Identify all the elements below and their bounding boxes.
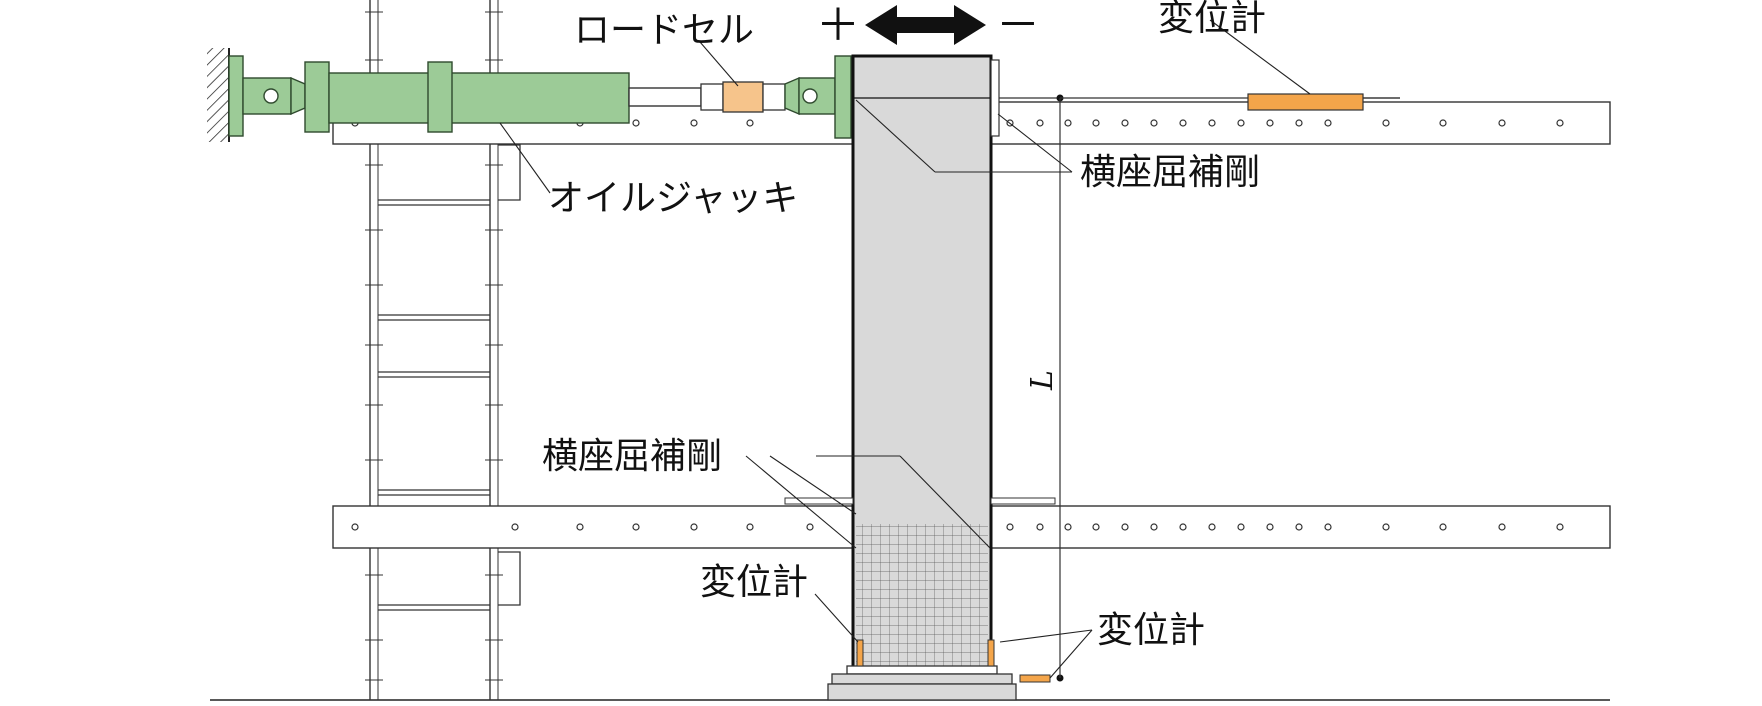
load-cell: [700, 81, 786, 113]
reaction-frame-column: [365, 0, 521, 700]
specimen-clevis: [784, 55, 852, 139]
label-length-L: L: [1025, 370, 1060, 391]
label-disp-gauge-top: 変位計: [1158, 0, 1266, 39]
label-plus-sign: ＋: [816, 0, 860, 51]
label-disp-gauge-bottom-left: 変位計: [700, 562, 808, 603]
label-lateral-brace-top: 横座屈補剛: [1080, 152, 1260, 193]
specimen-mesh: [856, 524, 988, 680]
label-minus-sign: －: [996, 0, 1040, 51]
base-plate: [827, 665, 1017, 701]
leader-lines: [499, 19, 1311, 679]
label-oil-jack: オイルジャッキ: [548, 178, 798, 219]
label-load-cell: ロードセル: [574, 10, 754, 51]
specimen-column: [784, 54, 1056, 686]
load-direction-arrow-icon: [865, 5, 986, 45]
displacement-gauge-top: [999, 93, 1400, 111]
oil-jack: [228, 55, 702, 137]
label-disp-gauge-bottom-right: 変位計: [1097, 610, 1205, 651]
label-lateral-brace-mid: 横座屈補剛: [542, 436, 722, 477]
displacement-gauge-bottom-left: [856, 639, 864, 667]
fixed-support-icon: [207, 48, 230, 142]
